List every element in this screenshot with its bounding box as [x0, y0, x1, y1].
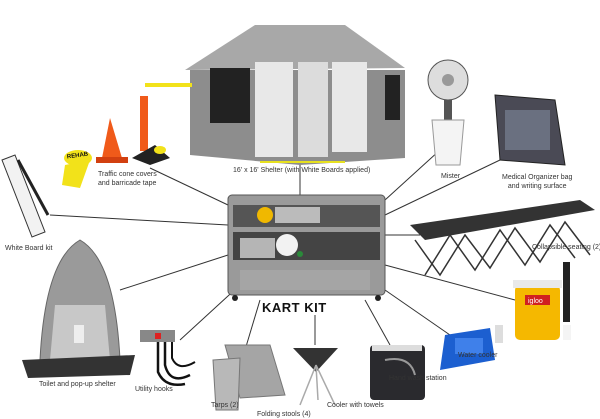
mister-image: [427, 59, 469, 166]
water-cooler-image: igloo: [513, 262, 571, 340]
utility-hooks-label: Utility hooks: [135, 386, 173, 393]
kart-kit-title: KART KIT: [262, 300, 327, 315]
collapsible-seating-label: Collapsible seating (2): [532, 244, 600, 251]
white-board-kit-image: [1, 154, 50, 238]
water-cooler-label: Water cooler: [458, 352, 498, 359]
mister-label: Mister: [441, 173, 461, 180]
white-board-kit-label: White Board kit: [5, 245, 53, 252]
toilet-label: Toilet and pop-up shelter: [39, 381, 116, 388]
medical-label-line1: Medical Organizer bag: [502, 174, 573, 181]
folding-stools-label: Folding stools (4): [257, 411, 311, 418]
traffic-cone-label: Traffic cone covers and barricade tape: [98, 170, 157, 188]
traffic-cone-label-line1: Traffic cone covers: [98, 171, 157, 178]
cooler-label: Cooler with towels: [327, 402, 384, 409]
hand-wash-station-image: [440, 325, 503, 370]
hand-wash-label: Hand wash station: [389, 375, 447, 382]
tarps-image: [212, 344, 286, 411]
medical-organizer-image: [494, 94, 566, 166]
utility-hooks-image: [140, 330, 196, 386]
toilet-shelter-image: [22, 239, 135, 378]
medical-organizer-label: Medical Organizer bag and writing surface: [502, 173, 572, 191]
connector-lines: [49, 149, 516, 351]
collapsible-seating-image: [410, 200, 595, 277]
tarps-label: Tarps (2): [211, 402, 239, 409]
cooler-image: [370, 345, 425, 400]
kart-image: [227, 194, 386, 301]
shelter-image: [185, 25, 405, 165]
traffic-cone-label-line2: and barricade tape: [98, 180, 157, 187]
folding-stool-image: [293, 348, 338, 406]
traffic-cone-image: [62, 83, 192, 188]
medical-label-line2: and writing surface: [507, 183, 567, 190]
shelter-label: 16' x 16' Shelter (with White Boards app…: [233, 167, 371, 174]
igloo-logo: igloo: [528, 298, 543, 305]
